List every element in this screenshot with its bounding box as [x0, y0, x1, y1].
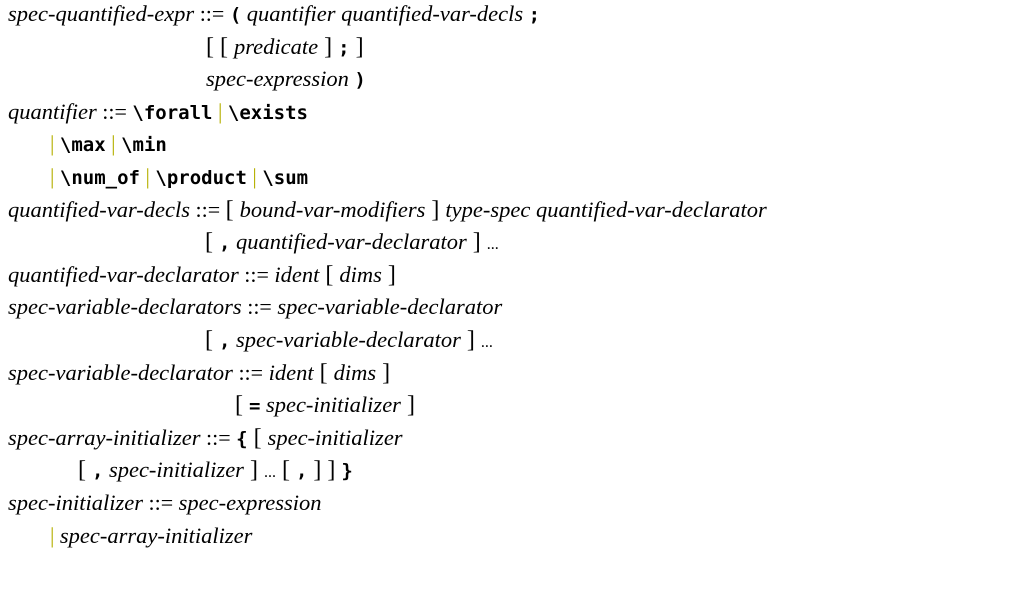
operator: ::= — [142, 490, 179, 515]
nonterminal: quantifier quantified-var-decls — [246, 1, 524, 26]
bracket: [ — [225, 196, 240, 223]
bracket: ] — [349, 33, 364, 60]
bracket: [ — [205, 229, 219, 256]
grammar-line: | spec-array-initializer — [0, 522, 252, 552]
bracket: [ — [235, 392, 249, 419]
grammar-line: spec-quantified-expr ::= ( quantifier qu… — [0, 0, 540, 30]
grammar-line: [ , spec-initializer ] ... [ , ] ] } — [0, 456, 353, 486]
ellipsis: ... — [263, 464, 276, 482]
alternative-bar: | — [50, 131, 60, 157]
grammar-line: spec-variable-declarator ::= ident [ dim… — [0, 359, 390, 389]
literal: , — [219, 232, 231, 255]
nonterminal: spec-expression — [178, 490, 322, 515]
alternative-bar: | — [50, 522, 60, 548]
nonterminal: dims — [339, 261, 382, 287]
grammar-line: spec-array-initializer ::= { [ spec-init… — [0, 424, 403, 454]
literal: ) — [354, 69, 366, 92]
grammar-line: spec-expression ) — [0, 65, 366, 95]
bracket: [ — [78, 457, 92, 484]
nonterminal: dims — [333, 359, 377, 385]
nonterminal: quantifier — [8, 98, 97, 124]
nonterminal: spec-variable-declarators — [8, 294, 242, 320]
bracket: [ — [275, 457, 296, 484]
alternative-bar: | — [212, 98, 228, 124]
bracket: [ — [205, 327, 219, 353]
grammar-line: quantified-var-declarator ::= ident [ di… — [0, 261, 396, 291]
literal: , — [295, 460, 308, 483]
operator: ::= — [96, 98, 133, 124]
literal: \forall — [132, 101, 213, 124]
nonterminal: spec-array-initializer — [8, 424, 201, 450]
bracket: [ — [313, 359, 334, 386]
nonterminal: spec-variable-declarator — [277, 294, 503, 320]
nonterminal: quantified-var-decls — [8, 196, 190, 222]
grammar-line: [ [ predicate ] ; ] — [0, 33, 364, 63]
grammar-line: [ , spec-variable-declarator ] ... — [0, 326, 493, 356]
literal: ( — [229, 4, 242, 26]
literal: \min — [121, 134, 167, 157]
nonterminal: spec-initializer — [267, 424, 403, 450]
nonterminal: ident — [274, 261, 320, 287]
nonterminal: spec-initializer — [265, 392, 401, 418]
literal: ; — [528, 4, 541, 26]
operator: ::= — [238, 261, 275, 287]
nonterminal: quantified-var-declarator — [235, 229, 467, 255]
literal: , — [219, 330, 231, 352]
bracket: ] — [425, 196, 446, 223]
literal: } — [341, 460, 353, 483]
nonterminal: spec-variable-declarator — [8, 359, 233, 385]
operator: ::= — [241, 294, 278, 320]
grammar-line: spec-variable-declarators ::= spec-varia… — [0, 293, 502, 323]
bracket: [ [ — [206, 33, 234, 60]
alternative-bar: | — [105, 131, 122, 157]
nonterminal: predicate — [233, 33, 319, 59]
bracket: ] — [318, 33, 339, 60]
grammar-line: | \num_of | \product | \sum — [0, 163, 308, 193]
nonterminal: spec-variable-declarator — [235, 327, 461, 352]
literal: \sum — [262, 167, 309, 189]
grammar-line: spec-initializer ::= spec-expression — [0, 489, 322, 519]
nonterminal: bound-var-modifiers — [239, 196, 426, 222]
ellipsis: ... — [480, 334, 493, 351]
grammar-line: [ , quantified-var-declarator ] ... — [0, 228, 499, 258]
bracket: ] — [466, 229, 487, 256]
bracket: ] ] — [307, 457, 342, 484]
literal: \max — [59, 134, 106, 157]
bracket: ] — [400, 392, 415, 419]
bracket: [ — [247, 424, 268, 451]
literal: = — [249, 395, 261, 418]
literal: \num_of — [59, 167, 140, 189]
literal: { — [236, 427, 248, 450]
nonterminal: spec-array-initializer — [59, 522, 253, 548]
ellipsis: ... — [486, 236, 499, 254]
literal: , — [92, 460, 104, 483]
bracket: [ — [319, 261, 340, 288]
bracket: ] — [381, 261, 396, 288]
grammar-line: quantifier ::= \forall | \exists — [0, 98, 308, 128]
grammar-line: [ = spec-initializer ] — [0, 391, 415, 421]
bracket: ] — [243, 457, 264, 484]
nonterminal: type-spec quantified-var-declarator — [445, 196, 767, 222]
operator: ::= — [232, 359, 269, 385]
grammar-line: quantified-var-decls ::= [ bound-var-mod… — [0, 196, 767, 226]
alternative-bar: | — [50, 164, 60, 189]
alternative-bar: | — [246, 164, 263, 189]
alternative-bar: | — [139, 164, 156, 189]
nonterminal: spec-initializer — [108, 457, 244, 483]
operator: ::= — [194, 1, 230, 26]
nonterminal: spec-expression — [206, 66, 349, 92]
nonterminal: quantified-var-declarator — [8, 261, 239, 287]
bracket: ] — [460, 327, 481, 353]
literal: \exists — [227, 101, 308, 124]
nonterminal: spec-quantified-expr — [8, 1, 195, 26]
literal: \product — [155, 167, 247, 189]
operator: ::= — [190, 196, 226, 222]
operator: ::= — [200, 424, 237, 450]
nonterminal: spec-initializer — [8, 490, 143, 515]
grammar-line: | \max | \min — [0, 130, 167, 160]
nonterminal: ident — [268, 359, 314, 385]
literal: ; — [338, 36, 350, 59]
bracket: ] — [376, 359, 391, 386]
